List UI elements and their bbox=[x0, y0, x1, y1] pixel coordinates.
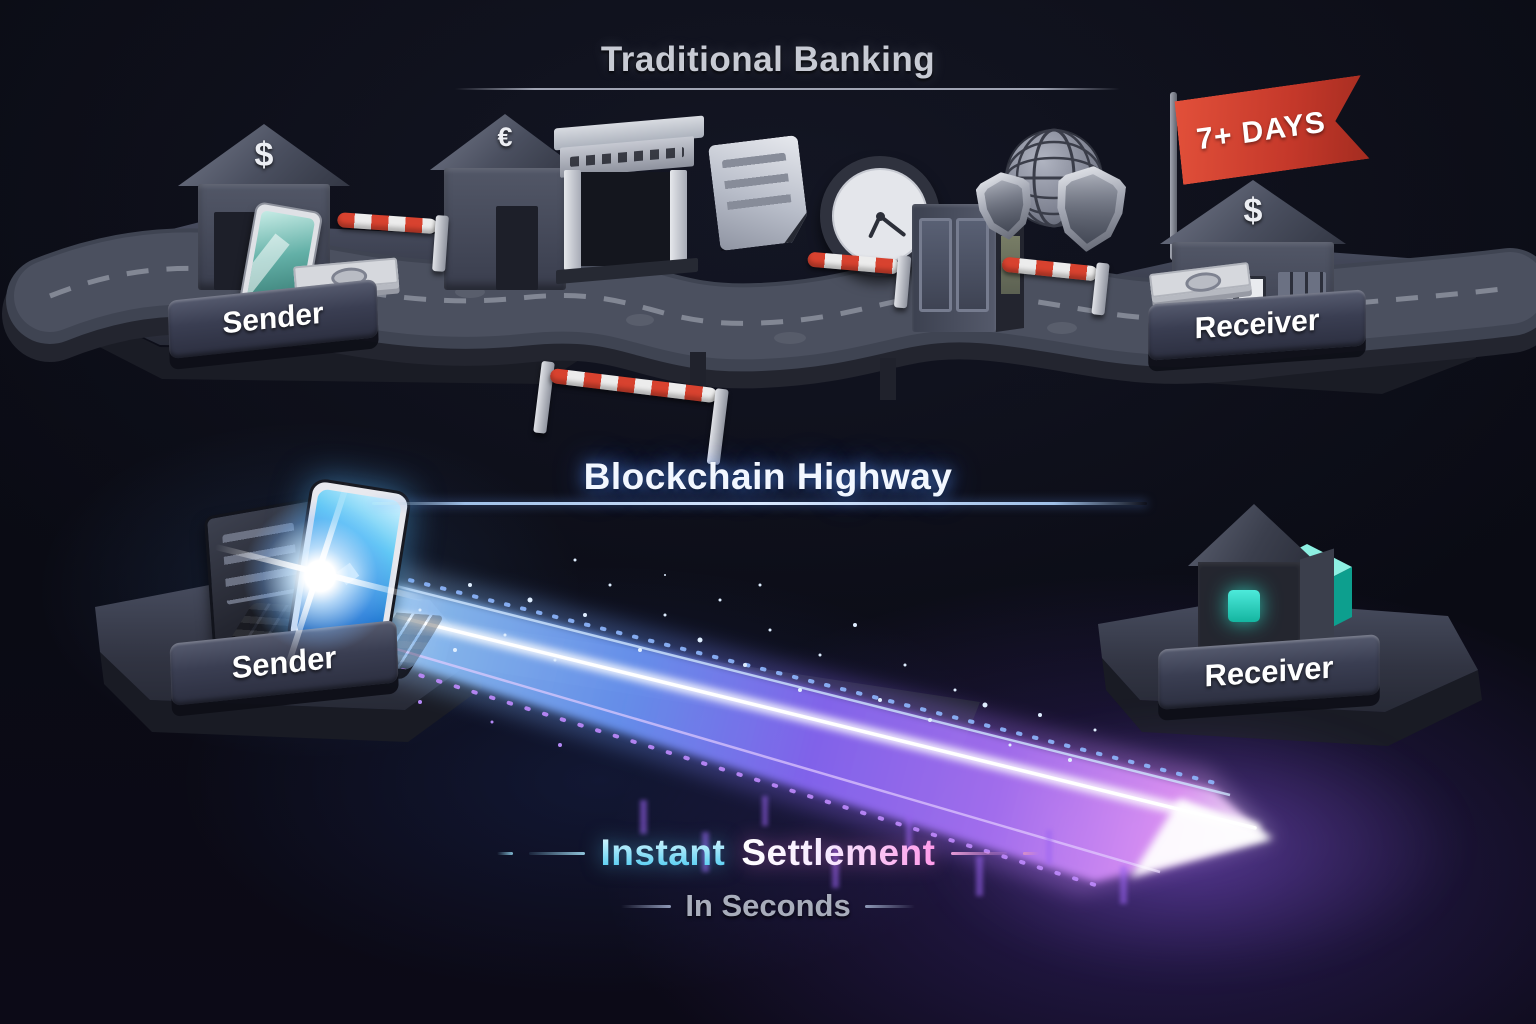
toll-barrier-icon bbox=[804, 248, 913, 315]
document-icon bbox=[708, 135, 810, 251]
barrier-post bbox=[432, 215, 449, 272]
toll-barrier-icon bbox=[334, 208, 450, 276]
barrier-arm bbox=[807, 251, 901, 275]
toll-gate-icon bbox=[554, 115, 710, 336]
headline-dash bbox=[496, 851, 513, 855]
toll-gate-opening bbox=[581, 172, 670, 266]
bank-door bbox=[496, 206, 538, 290]
light-beam bbox=[244, 545, 1465, 975]
dollar-sign-icon: $ bbox=[254, 136, 274, 174]
transit-bank-building: € bbox=[430, 114, 580, 294]
headline-dash bbox=[951, 851, 1008, 855]
subheadline-dash bbox=[864, 904, 915, 908]
barrier-arm bbox=[336, 212, 438, 235]
kiosk-door-panel bbox=[956, 218, 989, 312]
kiosk-icon bbox=[912, 204, 1026, 334]
teal-window bbox=[1228, 590, 1260, 622]
top-title-underline bbox=[455, 88, 1120, 90]
bottom-title-underline bbox=[372, 502, 1147, 505]
document-text-lines bbox=[722, 152, 793, 221]
subheadline-row: In Seconds bbox=[0, 888, 1536, 924]
headline-settlement: Settlement bbox=[741, 832, 936, 873]
barrier-arm bbox=[1001, 256, 1099, 282]
toll-barrier-icon bbox=[997, 253, 1110, 322]
headline-instant: Instant bbox=[600, 832, 726, 873]
bottom-section-title: Blockchain Highway bbox=[583, 456, 953, 497]
toll-gate-pillar bbox=[564, 170, 581, 270]
headline-dash bbox=[528, 851, 585, 855]
beam-light-posts bbox=[640, 796, 1127, 904]
dollar-sign-icon: $ bbox=[1243, 192, 1263, 230]
kiosk-door-panel bbox=[919, 218, 952, 312]
headline-dash bbox=[1023, 851, 1040, 855]
toll-gate-pillar bbox=[670, 170, 687, 270]
node-side bbox=[1300, 548, 1334, 650]
flag-pole bbox=[1170, 92, 1177, 260]
top-section-title: Traditional Banking bbox=[600, 40, 936, 79]
clock-center-pin bbox=[875, 211, 885, 221]
subheadline-text: In Seconds bbox=[685, 888, 851, 923]
subheadline-dash bbox=[621, 904, 672, 908]
currency-sign-icon: € bbox=[497, 122, 513, 152]
headline-row: Instant Settlement bbox=[0, 832, 1536, 874]
